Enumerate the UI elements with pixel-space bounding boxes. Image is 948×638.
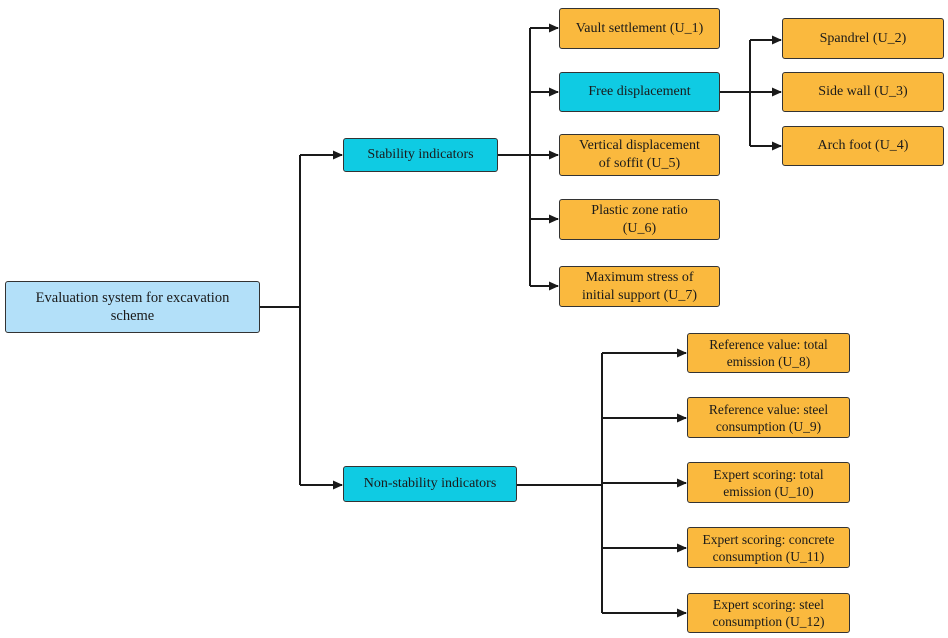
indicator-plastic-zone-ratio: Plastic zone ratio (U_6)	[559, 199, 720, 240]
indicator-label: Vertical displacement of soffit (U_5)	[579, 138, 700, 171]
indicator-label: Reference value: total emission (U_8)	[709, 337, 828, 369]
indicator-arch-foot: Arch foot (U_4)	[782, 126, 944, 166]
non-stability-indicators-label: Non-stability indicators	[363, 476, 497, 491]
indicator-expert-total-emission: Expert scoring: total emission (U_10)	[687, 462, 850, 503]
free-displacement-node: Free displacement	[559, 72, 720, 112]
indicator-label: Maximum stress of initial support (U_7)	[581, 269, 698, 303]
indicator-vertical-displacement: Vertical displacement of soffit (U_5)	[559, 134, 720, 176]
indicator-reference-total-emission: Reference value: total emission (U_8)	[687, 333, 850, 373]
indicator-label: Plastic zone ratio (U_6)	[591, 202, 688, 236]
indicator-label: Vault settlement (U_1)	[575, 20, 704, 36]
indicator-reference-steel-consumption: Reference value: steel consumption (U_9)	[687, 397, 850, 438]
indicator-label: Expert scoring: total emission (U_10)	[713, 466, 824, 499]
indicator-label: Spandrel (U_2)	[819, 30, 907, 46]
indicator-vault-settlement: Vault settlement (U_1)	[559, 8, 720, 49]
indicator-label: Expert scoring: steel consumption (U_12)	[712, 597, 825, 629]
free-displacement-label: Free displacement	[588, 84, 691, 99]
stability-indicators-node: Stability indicators	[343, 138, 498, 172]
indicator-expert-steel-consumption: Expert scoring: steel consumption (U_12)	[687, 593, 850, 633]
root-node: Evaluation system for excavation scheme	[5, 281, 260, 333]
indicator-label: Side wall (U_3)	[818, 84, 908, 99]
indicator-maximum-stress: Maximum stress of initial support (U_7)	[559, 266, 720, 307]
indicator-label: Expert scoring: concrete consumption (U_…	[702, 531, 835, 564]
root-label: Evaluation system for excavation scheme	[35, 290, 230, 324]
indicator-label: Reference value: steel consumption (U_9)	[708, 401, 829, 434]
indicator-expert-concrete-consumption: Expert scoring: concrete consumption (U_…	[687, 527, 850, 568]
non-stability-indicators-node: Non-stability indicators	[343, 466, 517, 502]
indicator-spandrel: Spandrel (U_2)	[782, 18, 944, 59]
indicator-side-wall: Side wall (U_3)	[782, 72, 944, 112]
indicator-label: Arch foot (U_4)	[817, 138, 909, 153]
stability-indicators-label: Stability indicators	[367, 147, 474, 162]
